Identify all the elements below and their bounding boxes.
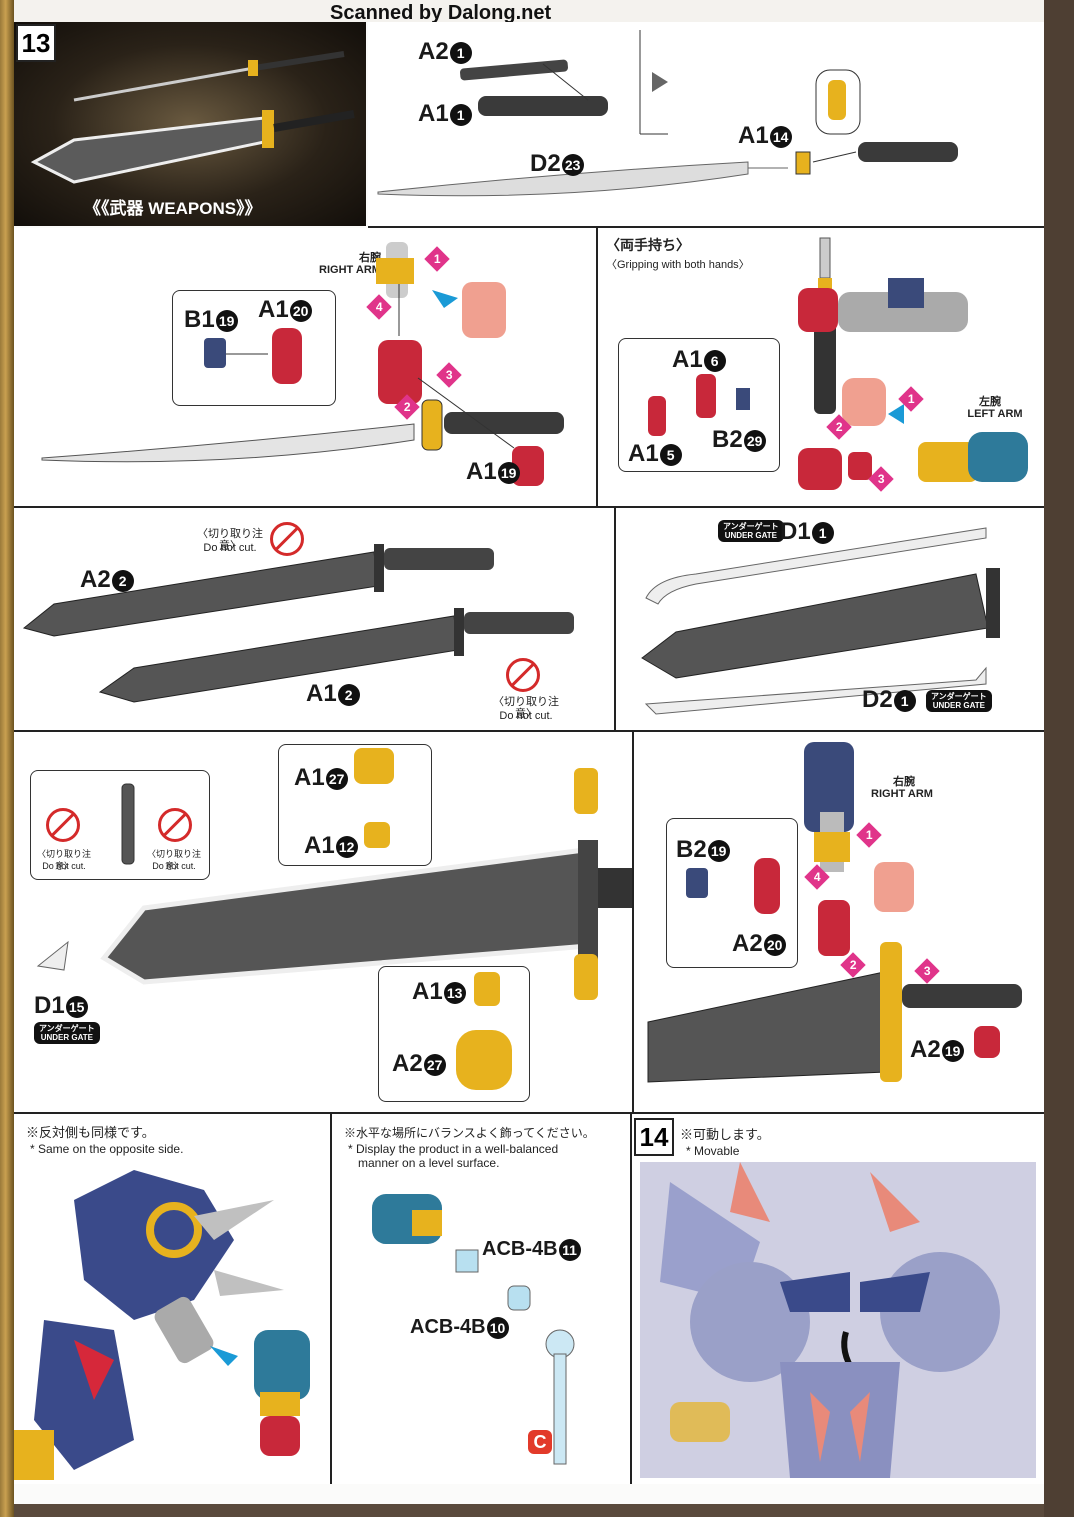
- part-a2-27-shape: [456, 1030, 512, 1090]
- no-cut-icon-4: [158, 808, 192, 842]
- row3-right-drawing: [641, 527, 1000, 715]
- runner-c-badge: C: [528, 1430, 552, 1454]
- dnc-label-en-3: Do not cut.: [42, 861, 86, 871]
- display-note-en-1: * Display the product in a well-balanced: [348, 1142, 559, 1156]
- two-hand-title: 〈両手持ち〉: [606, 237, 690, 253]
- two-hand-subtitle: 〈Gripping with both hands〉: [606, 259, 750, 271]
- row3-left-drawing: [22, 544, 574, 703]
- right-arm-label-jp-2: 右腕: [893, 776, 915, 788]
- top-strip: [0, 0, 1074, 22]
- scan-credit: Scanned by Dalong.net: [330, 2, 552, 24]
- movable-illustration: [640, 1162, 1036, 1478]
- dnc-label-jp-2: 〈切り取り注意〉: [493, 696, 559, 720]
- right-arm-label-en: RIGHT ARM: [319, 264, 381, 276]
- right-arm-label-en-2: RIGHT ARM: [871, 788, 933, 800]
- dnc-label-jp: 〈切り取り注意〉: [197, 528, 263, 552]
- left-arm-label-jp: 左腕: [979, 396, 1001, 408]
- row1-assembly-panel: [368, 22, 1044, 228]
- weapons-banner: 《《武器 WEAPONS》》: [84, 199, 262, 218]
- left-arm-label-en: LEFT ARM: [967, 408, 1023, 420]
- no-cut-icon-3: [46, 808, 80, 842]
- row2-right-drawing: [648, 237, 1028, 490]
- no-cut-icon: [270, 522, 304, 556]
- opposite-note-en: * Same on the opposite side.: [30, 1142, 184, 1156]
- display-note-jp: ※水平な場所にバランスよく飾ってください。: [344, 1126, 595, 1140]
- weapons-photo-panel: 《《武器 WEAPONS》》: [14, 22, 366, 226]
- dnc-label-en-4: Do not cut.: [152, 861, 196, 871]
- row4-left-drawing: [36, 748, 632, 1000]
- part-a1-13-shape: [474, 972, 500, 1006]
- step-number-13: 13: [16, 24, 56, 62]
- row2-left-drawing: [41, 242, 564, 486]
- opposite-note-jp: ※反対側も同様です。: [26, 1125, 155, 1140]
- dnc-label-jp-4: 〈切り取り注意〉: [146, 849, 201, 871]
- binder-edge: [0, 0, 14, 1517]
- display-note-en-2: manner on a level surface.: [358, 1156, 500, 1170]
- dnc-label-en-2: Do not cut.: [499, 710, 553, 722]
- dnc-label-en: Do not cut.: [203, 542, 257, 554]
- row4-right-drawing: [647, 742, 1022, 1083]
- movable-note-jp: ※可動します。: [680, 1127, 770, 1142]
- dnc-label-jp-3: 〈切り取り注意〉: [36, 849, 91, 871]
- stand-illustration: [372, 1194, 575, 1465]
- weapons-photo: [30, 51, 355, 184]
- movable-note-en: * Movable: [686, 1144, 740, 1158]
- step-number-14: 14: [634, 1118, 674, 1156]
- robot-illustration: [14, 1170, 310, 1480]
- right-arm-label-jp: 右腕: [359, 252, 381, 264]
- row5-mid-panel: [332, 1114, 632, 1484]
- page-edge: [1044, 0, 1074, 1517]
- no-cut-icon-2: [506, 658, 540, 692]
- row1-drawing: [377, 30, 958, 197]
